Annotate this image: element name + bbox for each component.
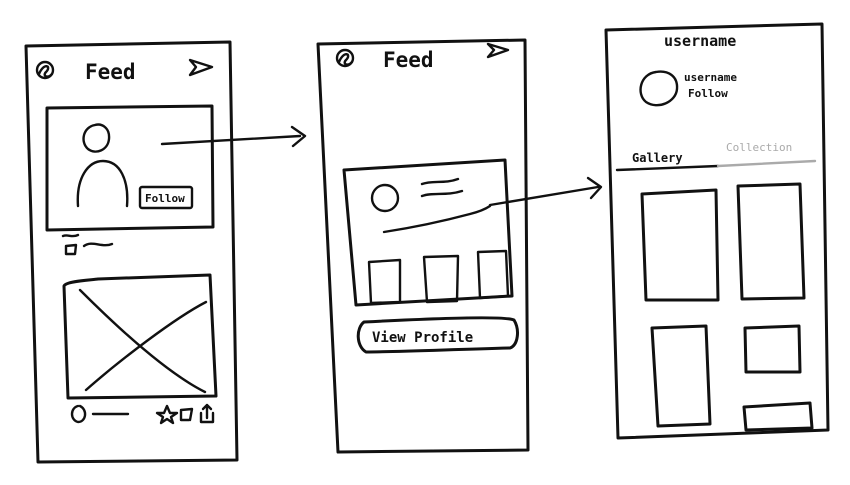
tab-underline-inactive xyxy=(716,159,817,168)
flow-arrow-2 xyxy=(488,176,603,207)
tab-underline-active xyxy=(615,164,720,172)
avatar-body xyxy=(76,159,129,208)
view-profile-button[interactable] xyxy=(356,316,519,354)
send-icon[interactable] xyxy=(486,42,510,59)
repost-icon[interactable] xyxy=(64,243,78,256)
profile-avatar xyxy=(639,70,679,107)
image-placeholder xyxy=(62,273,218,400)
tab-gallery[interactable]: Gallery xyxy=(632,151,683,165)
profile-card[interactable]: Follow xyxy=(45,104,215,232)
caption-scribble xyxy=(61,233,80,238)
star-icon[interactable] xyxy=(155,404,179,425)
follow-button[interactable] xyxy=(138,185,194,210)
avatar xyxy=(370,183,400,213)
heart-icon[interactable] xyxy=(70,404,87,424)
gallery-tile-2[interactable] xyxy=(736,182,806,301)
share-icon[interactable] xyxy=(199,403,215,424)
handle-scribble xyxy=(420,189,464,198)
caption-text-scribble xyxy=(82,242,114,248)
preview-thumb-3[interactable] xyxy=(476,249,510,300)
profile-header-title: username xyxy=(664,32,736,50)
view-profile-label: View Profile xyxy=(372,330,473,346)
bio-scribble xyxy=(382,204,492,234)
send-icon[interactable] xyxy=(188,58,214,77)
feed-title: Feed xyxy=(383,48,434,72)
screen-profile: username username Follow Gallery Collect… xyxy=(604,22,830,440)
gallery-tile-3[interactable] xyxy=(650,324,712,428)
avatar-head xyxy=(82,123,111,153)
profile-preview-card[interactable] xyxy=(342,158,514,307)
gallery-tile-1[interactable] xyxy=(640,188,720,302)
profile-follow-link[interactable]: Follow xyxy=(688,87,728,100)
feed-title: Feed xyxy=(85,60,136,84)
preview-thumb-1[interactable] xyxy=(367,258,402,305)
profile-name: username xyxy=(684,71,737,84)
phone-frame-1 xyxy=(24,40,239,464)
tab-collection[interactable]: Collection xyxy=(726,141,792,154)
phone-frame-3 xyxy=(604,22,830,440)
screen-feed-1: Feed Follow xyxy=(24,40,239,464)
gallery-tile-4[interactable] xyxy=(743,324,802,374)
follow-button-label: Follow xyxy=(145,192,185,205)
screen-feed-2: Feed View Profile xyxy=(316,38,530,454)
repost-icon[interactable] xyxy=(179,407,194,422)
gallery-tile-5[interactable] xyxy=(742,401,814,432)
phone-frame-2 xyxy=(316,38,530,454)
flow-arrow-1 xyxy=(160,125,307,148)
user-swirl-icon[interactable] xyxy=(35,60,55,80)
preview-thumb-2[interactable] xyxy=(422,254,460,304)
user-swirl-icon[interactable] xyxy=(335,48,355,68)
name-scribble xyxy=(420,177,460,186)
